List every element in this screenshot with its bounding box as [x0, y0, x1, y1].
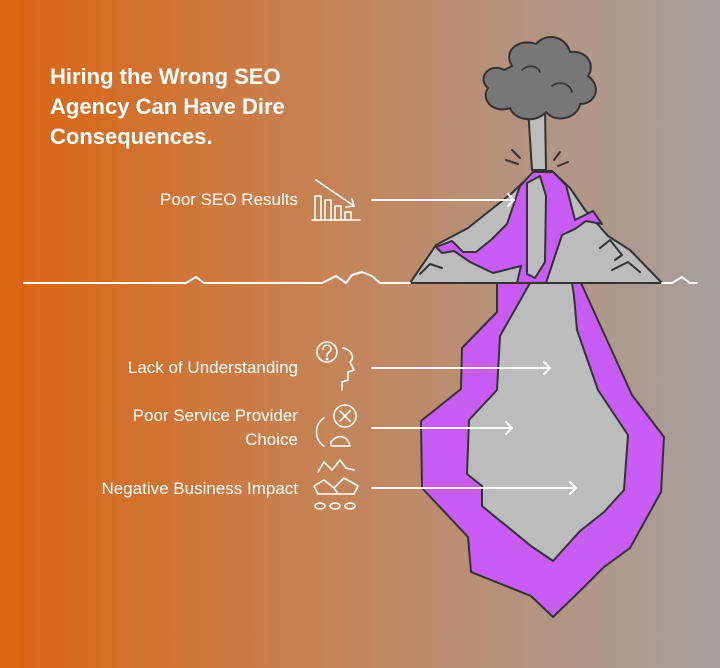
page-title: Hiring the Wrong SEO Agency Can Have Dir… [50, 62, 350, 152]
label-negative-business-impact: Negative Business Impact [101, 479, 298, 498]
arrow-poor-service-provider-choice [371, 421, 513, 435]
confused-head-icon [316, 341, 355, 391]
title-line-3: Consequences. [50, 124, 213, 149]
splash [553, 151, 561, 161]
label-poor-seo-results: Poor SEO Results [160, 190, 298, 209]
broken-ground-icon [313, 459, 359, 510]
arrow-negative-business-impact [371, 481, 577, 495]
cone-ridge [599, 239, 623, 261]
arrow-lack-of-understanding [371, 361, 551, 375]
title-line-1: Hiring the Wrong SEO [50, 64, 281, 89]
ground-line [23, 271, 698, 284]
cone-ridge [419, 263, 443, 275]
declining-chart-icon [311, 179, 361, 221]
cancel-circle-icon [315, 404, 357, 447]
splash [505, 159, 519, 165]
smoke-cloud [482, 36, 597, 121]
label-poor-service-provider-choice: Poor Service Provider Choice [132, 406, 298, 449]
underground-rock-core [466, 282, 629, 562]
vent-rock [526, 175, 547, 279]
splash [511, 149, 521, 159]
cone-lava [435, 171, 603, 284]
arrow-poor-seo-results [371, 193, 515, 207]
splash [557, 161, 569, 167]
title-line-2: Agency Can Have Dire [50, 94, 285, 119]
cone-ridge [611, 261, 641, 273]
label-lack-of-understanding: Lack of Understanding [127, 358, 298, 377]
